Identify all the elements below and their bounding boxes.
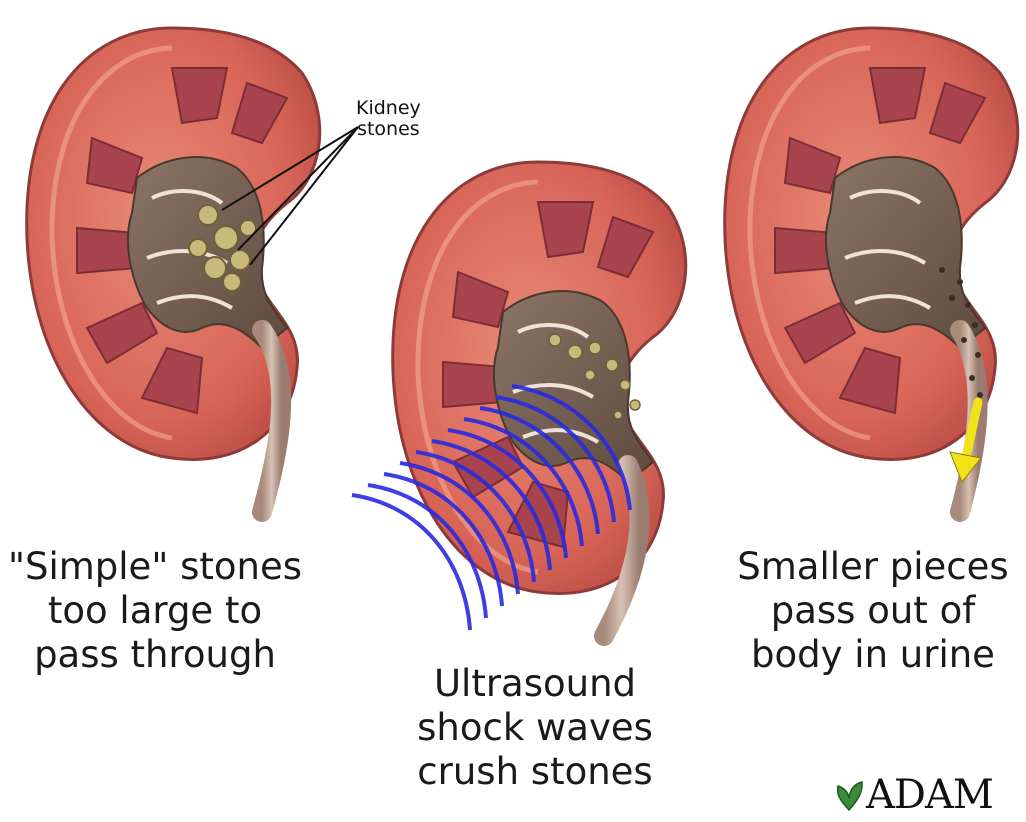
kidney-illustration-lithotripsy: [352, 162, 686, 636]
caption-line: body in urine: [720, 633, 1026, 677]
caption-line: Smaller pieces: [720, 545, 1026, 589]
kidney-stones-callout: Kidney stones: [356, 98, 421, 140]
caption-before: "Simple" stones too large to pass throug…: [0, 545, 310, 677]
caption-line: too large to: [0, 589, 310, 633]
caption-line: crush stones: [380, 750, 690, 794]
caption-line: pass out of: [720, 589, 1026, 633]
caption-lithotripsy: Ultrasound shock waves crush stones: [380, 662, 690, 794]
caption-line: Ultrasound: [380, 662, 690, 706]
caption-line: "Simple" stones: [0, 545, 310, 589]
adam-logo: ADAM: [832, 770, 993, 820]
callout-line-2: stones: [356, 119, 421, 140]
caption-line: pass through: [0, 633, 310, 677]
kidney-illustration-before: [27, 28, 358, 512]
caption-after: Smaller pieces pass out of body in urine: [720, 545, 1026, 677]
caption-line: shock waves: [380, 706, 690, 750]
logo-text: ADAM: [866, 772, 993, 818]
kidney-illustration-after: [725, 28, 1018, 512]
leaf-icon: [832, 778, 866, 812]
callout-line-1: Kidney: [356, 98, 421, 119]
